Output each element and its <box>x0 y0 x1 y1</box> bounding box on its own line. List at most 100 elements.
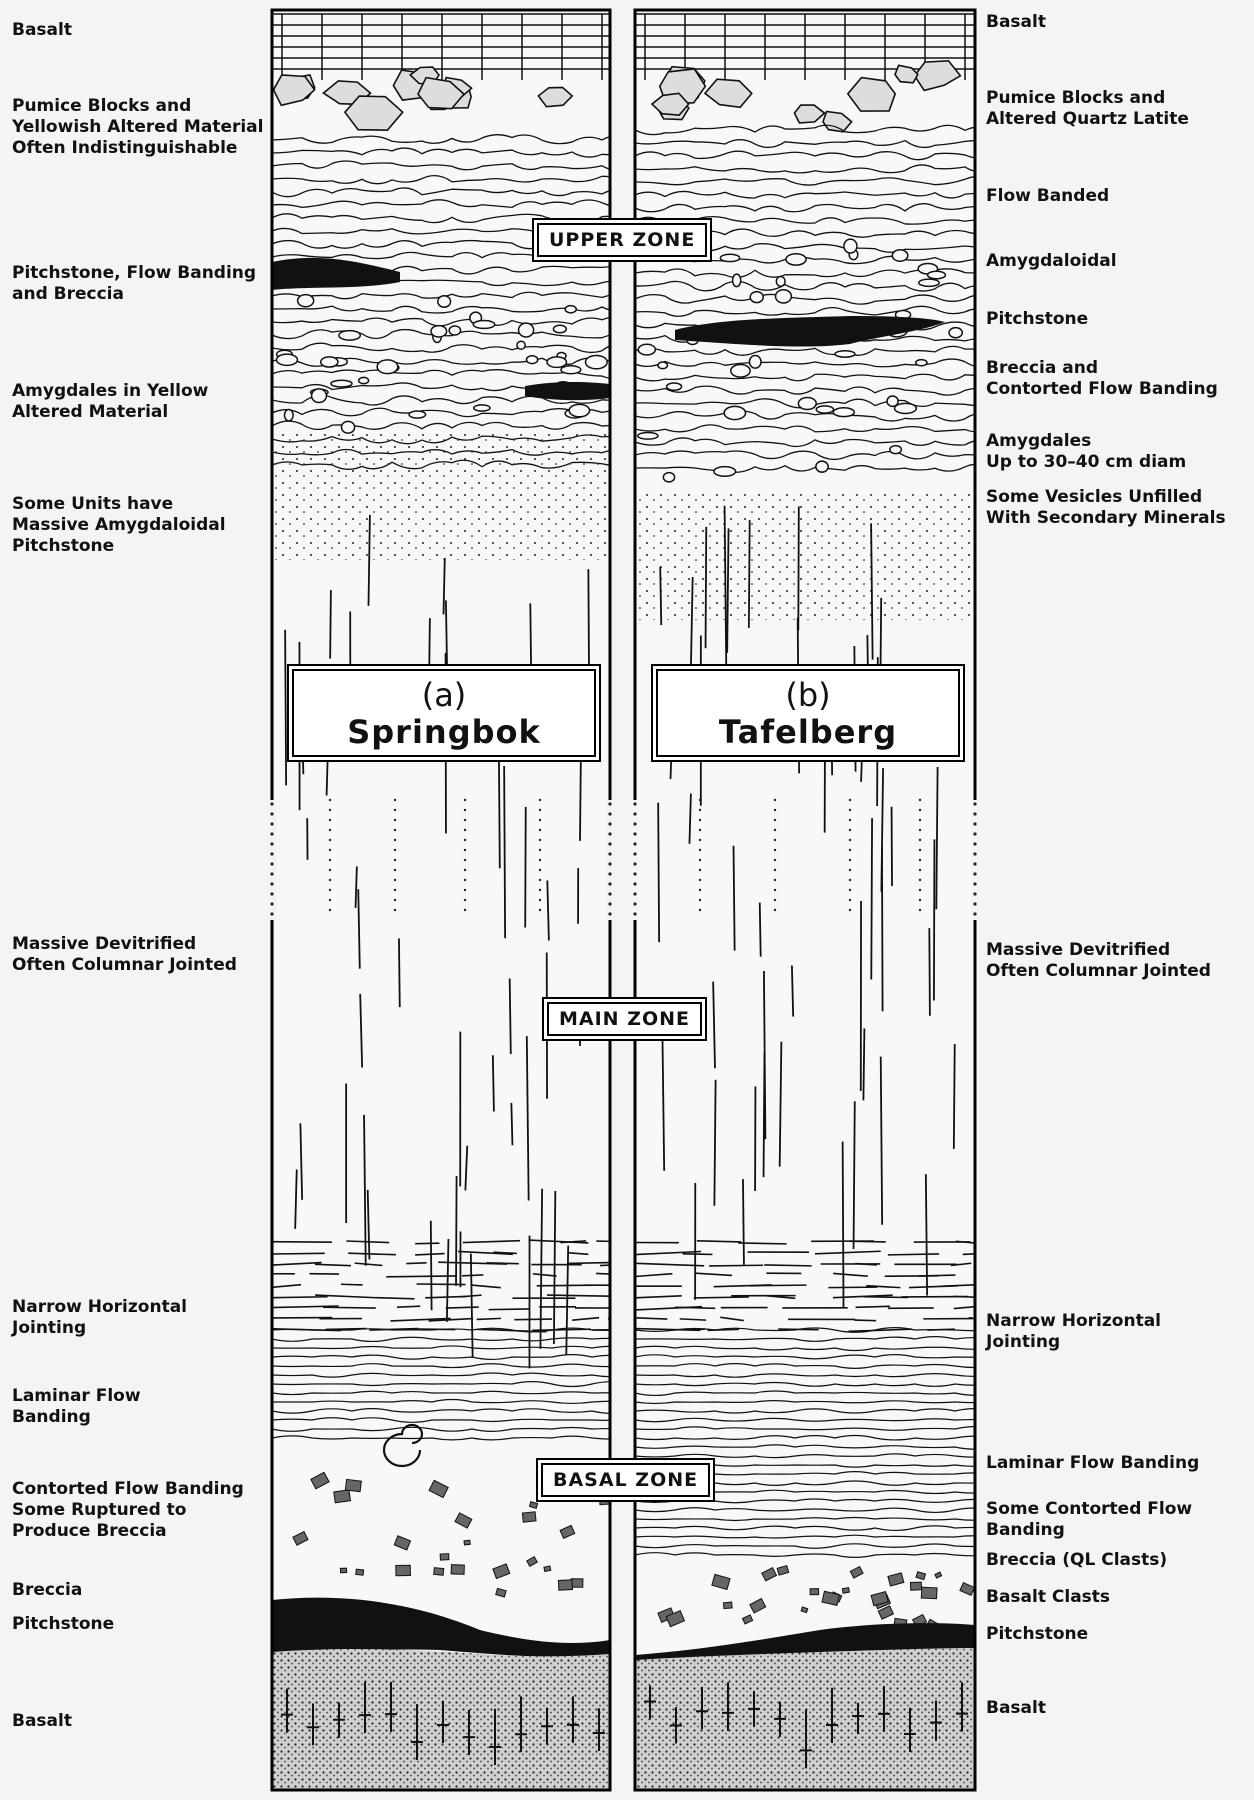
amygdale <box>565 306 576 313</box>
break-dot <box>464 889 466 891</box>
break-dot <box>270 872 273 875</box>
right-label-massive: Massive Devitrified Often Columnar Joint… <box>986 940 1248 982</box>
columnar-joint <box>734 846 735 951</box>
break-dot <box>608 832 611 835</box>
break-dot <box>608 872 611 875</box>
left-label-pitchstone: Pitchstone <box>12 1614 270 1635</box>
amygdale <box>714 467 736 477</box>
amygdale <box>892 250 908 261</box>
amygdale <box>284 410 293 421</box>
break-dot <box>394 879 396 881</box>
break-dot <box>394 869 396 871</box>
left-label-massive: Massive Devitrified Often Columnar Joint… <box>12 934 270 976</box>
amygdale <box>776 276 785 286</box>
break-dot <box>329 819 331 821</box>
right-label-pitchstone-upper: Pitchstone <box>986 309 1248 330</box>
columnar-joint <box>798 506 799 630</box>
break-dot <box>633 872 636 875</box>
break-dot <box>919 799 921 801</box>
amygdale <box>321 357 338 367</box>
break-dot <box>329 829 331 831</box>
horizontal-joint <box>406 1263 426 1264</box>
columnar-joint <box>760 903 761 957</box>
columnar-joint <box>843 1142 844 1308</box>
break-dot <box>464 829 466 831</box>
break-dot <box>919 859 921 861</box>
break-dot <box>270 832 273 835</box>
horizontal-joint <box>856 1306 890 1307</box>
break-dot <box>329 859 331 861</box>
amygdale <box>638 344 655 355</box>
break-dot <box>539 819 541 821</box>
break-dot <box>270 912 273 915</box>
amygdale <box>339 331 360 341</box>
break-dot <box>464 839 466 841</box>
break-dot <box>774 899 776 901</box>
break-dot <box>699 869 701 871</box>
amygdale <box>835 351 855 357</box>
break-dot <box>774 819 776 821</box>
column-a-title: (a) Springbok <box>292 669 596 757</box>
break-dot <box>464 879 466 881</box>
break-dot <box>849 819 851 821</box>
break-dot <box>608 842 611 845</box>
break-dot <box>329 809 331 811</box>
right-label-pitchstone: Pitchstone <box>986 1624 1248 1645</box>
columnar-joint <box>456 1176 457 1286</box>
columnar-joint <box>504 766 505 938</box>
break-dot <box>774 839 776 841</box>
horizontal-joint <box>417 1284 466 1285</box>
break-dot <box>919 909 921 911</box>
amygdale <box>816 406 833 413</box>
amygdale <box>916 360 927 366</box>
break-dot <box>270 822 273 825</box>
break-dot <box>774 909 776 911</box>
break-dot <box>699 899 701 901</box>
breccia-clast <box>723 1602 732 1609</box>
columnar-joint <box>954 1044 955 1149</box>
break-dot <box>774 829 776 831</box>
break-dot <box>608 912 611 915</box>
amygdale <box>553 325 566 333</box>
break-dot <box>774 879 776 881</box>
left-label-amygdales: Amygdales in Yellow Altered Material <box>12 381 270 423</box>
breccia-clast <box>434 1568 444 1576</box>
break-dot <box>608 892 611 895</box>
break-dot <box>464 809 466 811</box>
break-dot <box>270 882 273 885</box>
break-dot <box>539 849 541 851</box>
break-dot <box>329 889 331 891</box>
left-label-pitchstone-breccia: Pitchstone, Flow Banding and Breccia <box>12 263 270 305</box>
amygdale <box>431 326 447 337</box>
horizontal-joint <box>514 1319 552 1320</box>
break-dot <box>849 909 851 911</box>
break-dot <box>539 799 541 801</box>
breccia-clast <box>810 1589 819 1595</box>
break-dot <box>270 802 273 805</box>
left-label-basalt-top: Basalt <box>12 20 270 41</box>
column-a-letter: (a) <box>294 677 594 713</box>
break-dot <box>919 869 921 871</box>
horizontal-joint <box>323 1307 376 1308</box>
horizontal-joint <box>462 1275 483 1276</box>
columnar-joint <box>493 1055 494 1111</box>
break-dot <box>973 912 976 915</box>
vesicle-dots <box>272 430 610 560</box>
break-dot <box>394 859 396 861</box>
breccia-clast <box>334 1490 351 1503</box>
breccia-clast <box>921 1587 937 1599</box>
amygdale <box>731 364 750 377</box>
horizontal-joint <box>854 1320 876 1321</box>
amygdale <box>377 360 398 374</box>
break-dot <box>849 829 851 831</box>
amygdale <box>894 403 916 413</box>
amygdale <box>786 254 806 265</box>
break-dot <box>919 839 921 841</box>
columnar-joint <box>525 807 526 928</box>
amygdale <box>298 295 314 307</box>
break-dot <box>973 822 976 825</box>
breccia-clast <box>464 1540 470 1545</box>
break-dot <box>774 859 776 861</box>
break-dot <box>973 882 976 885</box>
amygdale <box>519 323 534 337</box>
